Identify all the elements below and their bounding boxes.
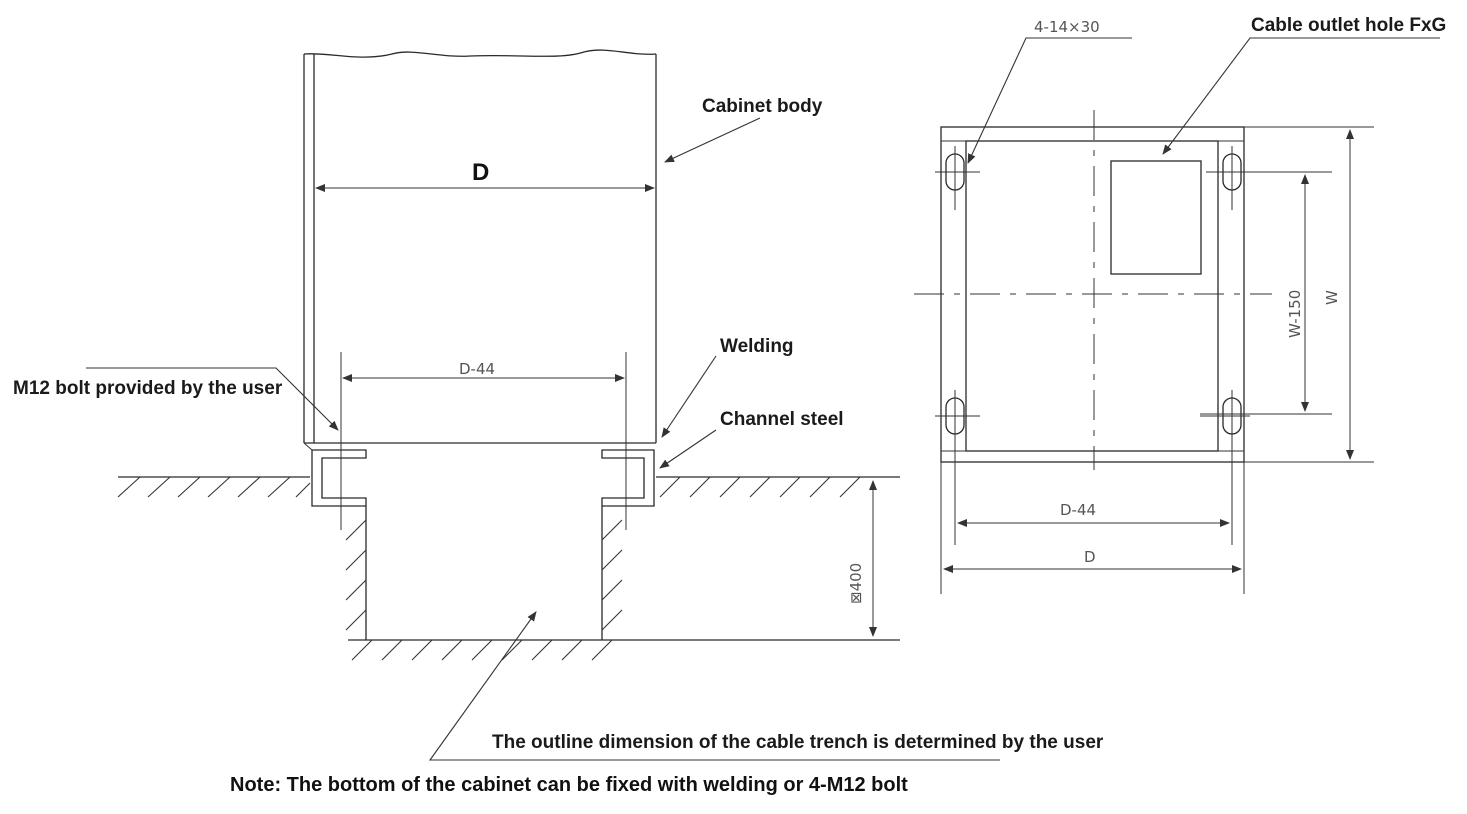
cable-outlet-leader — [1162, 37, 1440, 155]
channel-steel-leader — [659, 429, 717, 469]
bolt-slot — [935, 146, 980, 210]
note-text: Note: The bottom of the cabinet can be f… — [230, 774, 908, 796]
side-view — [86, 49, 1000, 761]
depth-dimension-label: ⊠400 — [847, 563, 865, 604]
channel-steel-left — [303, 442, 367, 507]
trench-outline-label: The outline dimension of the cable trenc… — [492, 732, 1104, 753]
top-d44-dimension-label: D-44 — [1060, 501, 1096, 519]
cabinet-body-outline — [303, 49, 657, 444]
cabinet-body-label: Cabinet body — [702, 96, 823, 117]
welding-label: Welding — [720, 336, 794, 357]
channel-steel-right — [601, 449, 655, 507]
channel-steel-label: Channel steel — [720, 409, 844, 430]
ground — [118, 476, 900, 641]
dimension-d44-side — [340, 352, 627, 530]
side-d-dimension-label: D — [472, 159, 489, 186]
holes-label: 4-14×30 — [1034, 18, 1100, 36]
holes-leader — [967, 37, 1132, 164]
cable-outlet-label: Cable outlet hole FxG — [1251, 15, 1446, 36]
trench-leader — [428, 611, 1000, 761]
top-view — [914, 37, 1440, 594]
bolt-slot — [1200, 390, 1250, 545]
top-w150-dimension-label: W-150 — [1286, 290, 1304, 338]
cabinet-body-leader — [664, 117, 761, 163]
top-d-dimension-label: D — [1084, 548, 1096, 566]
ground-hatching — [117, 476, 861, 661]
m12-bolt-label: M12 bolt provided by the user — [13, 378, 283, 399]
welding-leader — [661, 355, 717, 438]
side-d44-dimension-label: D-44 — [459, 360, 495, 378]
m12-bolt-leader — [86, 367, 339, 431]
top-w-dimension-label: W — [1323, 290, 1341, 305]
cable-outlet-hole — [1110, 160, 1202, 275]
bolt-slot — [935, 390, 980, 545]
